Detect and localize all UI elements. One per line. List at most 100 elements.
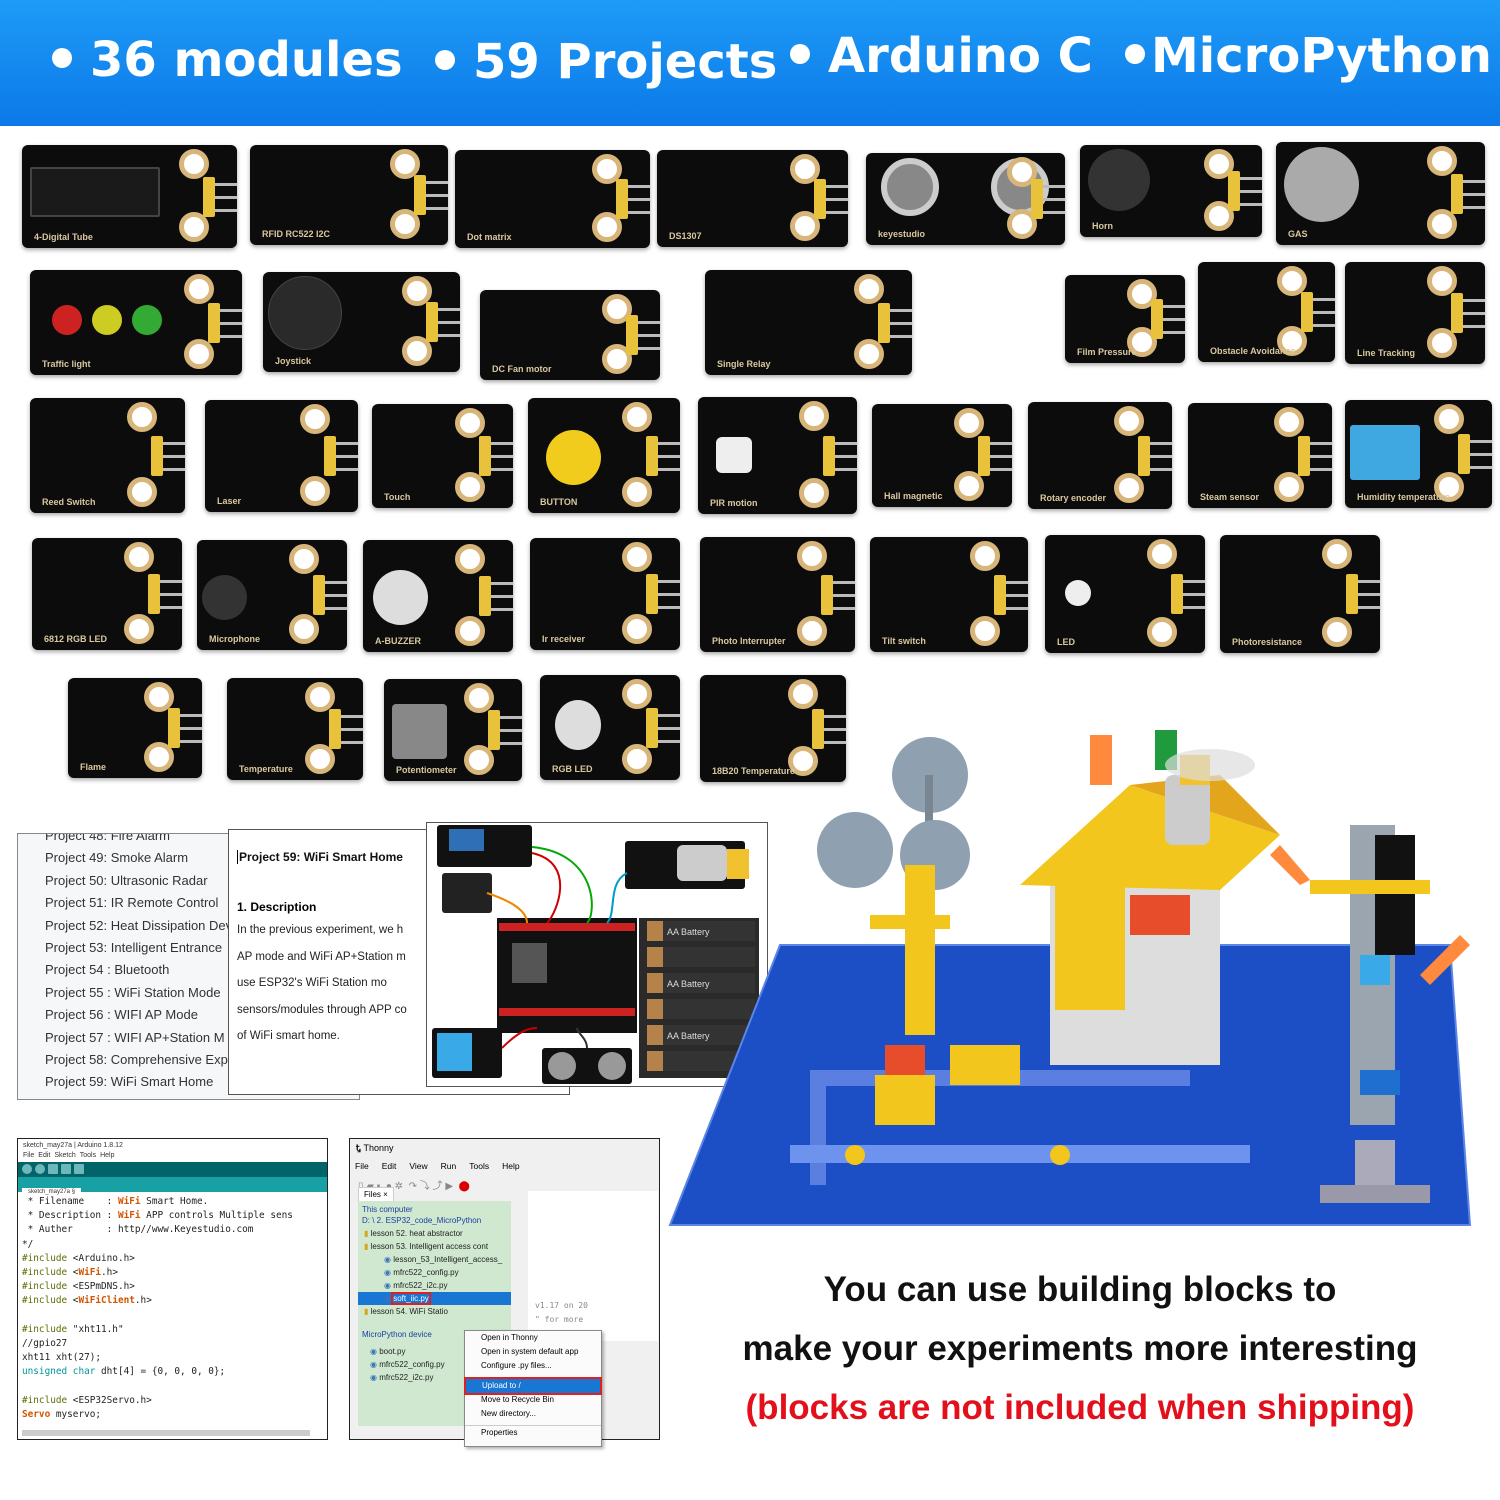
thonny-title: Ꮏ Thonny xyxy=(356,1143,394,1153)
module-label: Touch xyxy=(384,492,411,502)
project-list-item[interactable]: Project 49: Smoke Alarm xyxy=(45,850,189,866)
menu-file[interactable]: File xyxy=(355,1161,369,1171)
module-component xyxy=(392,704,447,759)
menu-tools[interactable]: Tools xyxy=(79,1152,97,1159)
menu-file[interactable]: File xyxy=(23,1152,35,1159)
module-component xyxy=(716,437,752,473)
module-component xyxy=(881,158,939,216)
files-tab[interactable]: Files × xyxy=(358,1187,394,1202)
project-list-item[interactable]: Project 48: Fire Alarm xyxy=(45,833,170,843)
module-horn: Horn xyxy=(1080,145,1262,237)
module-steam-sensor: Steam sensor xyxy=(1188,403,1332,508)
menu-help[interactable]: Help xyxy=(502,1161,520,1171)
menu-tools[interactable]: Tools xyxy=(469,1161,490,1171)
module-reed-switch: Reed Switch xyxy=(30,398,185,513)
project-list-item[interactable]: Project 53: Intelligent Entrance xyxy=(45,939,223,955)
project-list-item[interactable]: Project 54 : Bluetooth xyxy=(45,962,170,978)
module-label: Joystick xyxy=(275,356,312,366)
python-file-icon: ◉ xyxy=(384,1268,391,1277)
new-icon[interactable] xyxy=(48,1164,58,1174)
file-tree-item[interactable]: ▮ lesson 52. heat abstractor xyxy=(364,1229,463,1238)
project-list-item[interactable]: Project 59: WiFi Smart Home xyxy=(45,1074,214,1090)
file-tree-item[interactable]: ◉ mfrc522_config.py xyxy=(384,1268,459,1277)
feature-modules: 36 modules xyxy=(52,32,403,88)
context-menu-item[interactable]: Open in Thonny xyxy=(481,1333,538,1342)
doc-heading: 1. Description xyxy=(237,900,317,914)
editor-area[interactable] xyxy=(528,1191,658,1341)
context-menu-item[interactable]: New directory... xyxy=(481,1409,536,1418)
module-label: Rotary encoder xyxy=(1040,493,1107,503)
module-dc-fan-motor: DC Fan motor xyxy=(480,290,660,380)
module-component xyxy=(268,276,342,350)
device-file[interactable]: ◉ mfrc522_i2c.py xyxy=(370,1373,434,1382)
open-icon[interactable] xyxy=(61,1164,71,1174)
menu-run[interactable]: Run xyxy=(440,1161,457,1171)
module-single-relay: Single Relay xyxy=(705,270,912,375)
context-menu-item[interactable]: Properties xyxy=(465,1425,601,1439)
module-dot-matrix: Dot matrix xyxy=(455,150,650,248)
menu-view[interactable]: View xyxy=(409,1161,428,1171)
module-keyestudio: keyestudio xyxy=(866,153,1065,245)
project-list-item[interactable]: Project 51: IR Remote Control xyxy=(45,895,219,911)
module-hall-magnetic: Hall magnetic xyxy=(872,404,1012,507)
module-label: Obstacle Avoidance xyxy=(1210,346,1296,356)
project-list-item[interactable]: Project 56 : WIFI AP Mode xyxy=(45,1007,198,1023)
menu-edit[interactable]: Edit xyxy=(38,1152,51,1159)
stop-icon[interactable]: ⬤ xyxy=(458,1181,470,1192)
code-editor[interactable]: * Filename : WiFi Smart Home. * Descript… xyxy=(22,1196,293,1421)
project-list-item[interactable]: Project 52: Heat Dissipation Dev xyxy=(45,917,233,933)
python-file-icon: ◉ xyxy=(370,1373,377,1382)
module-label: 18B20 Temperature xyxy=(712,766,795,776)
context-menu-item[interactable]: Upload to / xyxy=(464,1377,602,1395)
ide-tab[interactable]: sketch_may27a § xyxy=(22,1188,82,1200)
device-file[interactable]: ◉ mfrc522_config.py xyxy=(370,1360,445,1369)
module-label: Tilt switch xyxy=(882,636,926,646)
menu-edit[interactable]: Edit xyxy=(381,1161,397,1171)
module-label: Photo Interrupter xyxy=(712,636,786,646)
horizontal-scrollbar[interactable] xyxy=(22,1430,310,1436)
folder-icon: ▮ xyxy=(364,1242,369,1251)
module-label: DC Fan motor xyxy=(492,364,552,374)
project-list-item[interactable]: Project 50: Ultrasonic Radar xyxy=(45,872,208,888)
project-list-item[interactable]: Project 55 : WiFi Station Mode xyxy=(45,984,221,1000)
feature-banner: 36 modules 59 Projects Arduino C MicroPy… xyxy=(0,0,1500,126)
module-label: Temperature xyxy=(239,764,293,774)
module-label: Dot matrix xyxy=(467,232,512,242)
module-label: PIR motion xyxy=(710,498,758,508)
module-label: LED xyxy=(1057,637,1075,647)
context-menu-item[interactable]: Move to Recycle Bin xyxy=(481,1395,554,1404)
upload-icon[interactable] xyxy=(35,1164,45,1174)
save-icon[interactable] xyxy=(74,1164,84,1174)
project-list-item[interactable]: Project 58: Comprehensive Expe xyxy=(45,1051,236,1067)
module-label: Flame xyxy=(80,762,107,772)
module-label: BUTTON xyxy=(540,497,578,507)
menu-help[interactable]: Help xyxy=(100,1152,115,1159)
module-ds1307: DS1307 xyxy=(657,150,848,247)
module-component xyxy=(92,305,122,335)
project-list-item[interactable]: Project 57 : WIFI AP+Station M xyxy=(45,1029,225,1045)
module-label: 6812 RGB LED xyxy=(44,634,108,644)
building-blocks-scene xyxy=(668,730,1472,1226)
device-file[interactable]: ◉ boot.py xyxy=(370,1347,406,1356)
file-tree-item[interactable]: ◉ mfrc522_i2c.py xyxy=(384,1281,448,1290)
file-tree-item[interactable]: ▮ lesson 53. Intelligent access cont xyxy=(364,1242,489,1251)
battery-label: AA Battery xyxy=(667,979,710,989)
file-tree-item[interactable]: ▮ lesson 54. WiFi Statio xyxy=(364,1307,449,1316)
module-label: Reed Switch xyxy=(42,497,96,507)
shell[interactable]: v1.17 on 20" for more xyxy=(535,1301,588,1324)
feature-projects: 59 Projects xyxy=(435,34,777,90)
context-menu-item[interactable]: Open in system default app xyxy=(481,1347,579,1356)
module-label: Potentiometer xyxy=(396,765,457,775)
context-menu-item[interactable]: Configure .py files... xyxy=(481,1361,552,1370)
file-tree-item[interactable]: ◉ soft_iic.py xyxy=(358,1292,511,1305)
module-ir-receiver: Ir receiver xyxy=(530,538,680,650)
module-label: Film Pressure xyxy=(1077,347,1137,357)
verify-icon[interactable] xyxy=(22,1164,32,1174)
file-tree-item[interactable]: ◉ lesson_53_Intelligent_access_ xyxy=(384,1255,503,1264)
module-label: Hall magnetic xyxy=(884,491,943,501)
ide-toolbar xyxy=(18,1162,327,1177)
menu-sketch[interactable]: Sketch xyxy=(54,1152,76,1159)
